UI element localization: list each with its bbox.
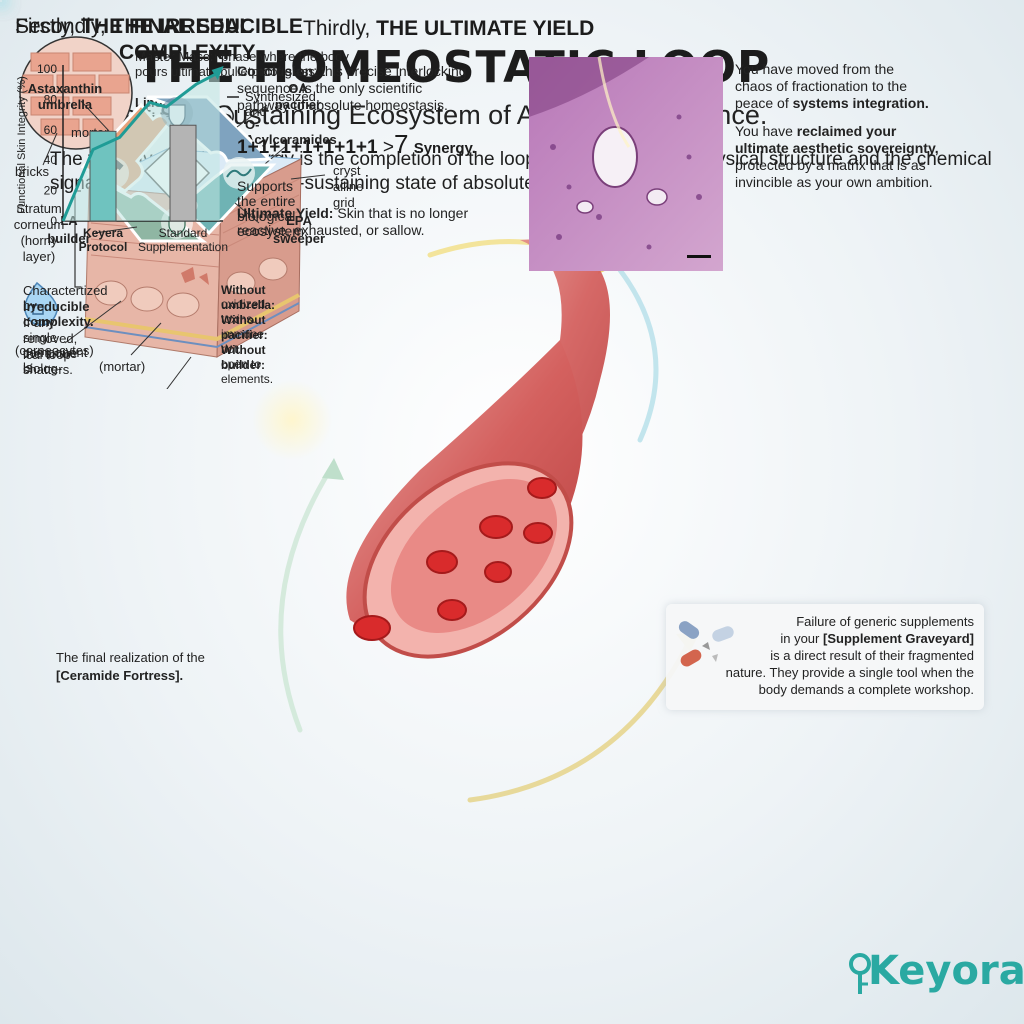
supports-text: Supports the entire biological ecosystem… [237,178,308,239]
sovereignty-text: You have reclaimed your ultimate aesthet… [735,123,939,190]
without-pacifier-desc: immune riot. [221,327,264,356]
conclusion-text: Conclusion: this precise interlocking se… [237,63,467,113]
label-epa-2: sweeper [272,231,326,246]
supplement-graveyard-card: Failure of generic supplements in your [… [666,604,984,710]
broken-piece-icon [181,267,209,285]
systems-integration-text: You have moved from the chaos of fractio… [735,61,929,111]
x-category-label: Supplementation [138,240,228,254]
y-tick-label: 40 [44,153,58,167]
scale-bar [687,255,711,258]
graveyard-line5: body demands a complete workshop. [758,682,974,697]
keyora-key-icon [849,953,871,994]
red-blood-cells [353,477,557,641]
fortress-pointer [166,356,192,389]
epa-pointer [234,202,260,224]
label-final-realization: The final realization of the [56,650,205,665]
x-category-label: Protocol [79,240,128,254]
synergy-equation: 1+1+1+1+1+1+1 >7 Synergy. [237,129,476,159]
corneocytes-pointer [64,300,122,344]
graveyard-line1: Failure of generic supplements [796,614,974,629]
panel-ultimate-yield: Thirdly, THE ULTIMATE YIELD Functional S… [0,0,939,271]
y-tick-label: 60 [44,123,58,137]
mortar-pointer [130,322,162,356]
y-tick-label: 100 [37,62,57,76]
wave-icon [223,157,255,189]
flow-arrowhead [322,458,344,480]
label-la-2: builder [47,231,91,246]
y-axis-label: Functional Skin Integrity (%) [16,76,28,214]
x-category-label: Keyera [83,226,123,240]
histology-image [529,57,723,271]
label-oa-2: pacifier [274,97,322,112]
char-line1: Charactertized by [23,283,108,313]
without-pacifier: Without pacifier: [221,313,268,342]
label-astaxanthin-2: umbrella [37,97,93,112]
vessel-lumen [390,479,558,633]
without-builder: Without builder: [221,343,266,372]
char-line5: ical loop shatters. [23,347,73,377]
label-crystalline-3: grid [333,195,355,210]
label-synthesized: Synthesized and [245,89,316,119]
without-umbrella-desc: oxidized toxins. [221,297,266,326]
x-category-label: Standard [159,226,208,240]
label-astaxanthin-1: Astaxanthin [27,81,103,96]
vessel-tail [470,239,610,560]
crystalline-pointer [290,174,326,180]
graveyard-line2: in your [Supplement Graveyard] [780,631,974,646]
la-pointer [94,226,138,234]
panel-title-final-seal: Firstly, THE FINAL SEAL [15,15,253,38]
label-stratum-4: layer) [22,249,56,264]
panel-title-complexity: Secondly, THE IRREDUCIBLE [15,15,303,38]
logo-text: Keyora [868,948,1024,994]
graveyard-line3: is a direct result of their fragmented [770,648,974,663]
bricks-pointer [42,132,58,166]
panel-title-yield: Thirdly, THE ULTIMATE YIELD [303,17,595,40]
y-tick-label: 0 [50,214,57,228]
final-seal-description: Master Mason phase where the body pours … [135,49,349,79]
label-stratum-2: corneum [13,217,65,232]
label-stratum-3: (horny [20,233,58,248]
broken-capsule-icon [678,621,734,667]
lock-icon [32,304,44,315]
without-umbrella: Without umbrella: [221,283,276,312]
label-crystalline-2: alline [333,179,364,194]
brick-mortar-inset [19,36,133,150]
char-line4: removed, the entire biolog- [23,331,78,376]
label-bricks: bricks [15,164,49,179]
glow-spot [252,380,332,460]
astaxanthin-pointer [80,100,110,132]
label-mortar: (mortar) [99,359,146,374]
label-stratum-1: Stratum [16,201,62,216]
ultimate-yield-text: Ultimate Yield: Skin that is no longer r… [237,205,469,238]
char-line2: irreducible complexity. [23,299,94,329]
label-epa-1: EPA [286,213,312,228]
label-corneocytes: (corneocytes) [15,343,94,358]
oa-pointer [236,104,268,128]
panel-title-complexity-line2: COMPLEXITY [119,41,256,64]
skin-integrity-chart: Functional Skin Integrity (%) 0 20 40 60 80 10… [16,62,228,254]
label-ceramide-fortress: [Ceramide Fortress]. [56,668,184,683]
char-line3: If any single component is [23,315,88,375]
y-tick-label: 80 [44,92,58,106]
label-crystalline-1: cryst [333,163,361,178]
y-tick-label: 20 [44,184,58,198]
bar-2 [169,124,197,222]
graveyard-line4: nature. They provide a single tool when … [725,665,974,680]
trend-line [61,70,221,222]
trend-arrowhead [211,66,224,81]
without-builder-desc: open to elements. [221,357,274,386]
label-oa-1: OA [288,81,308,96]
label-o-acylceramides: O-Acylceramides [245,117,337,147]
